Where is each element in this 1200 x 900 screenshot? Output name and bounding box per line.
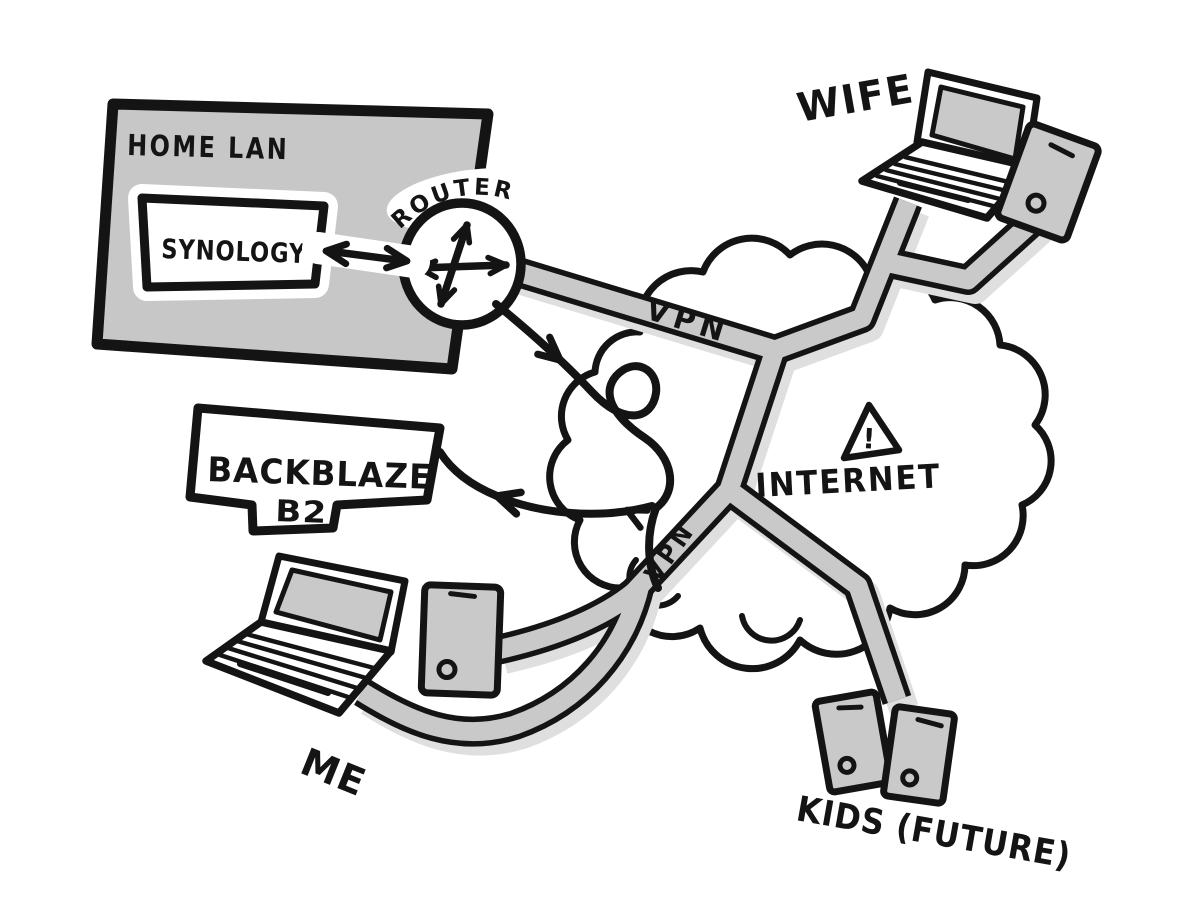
cloud-scallop xyxy=(739,613,803,644)
wife-laptop-base xyxy=(858,138,1035,222)
wife-phone-body xyxy=(994,120,1102,244)
backblaze-label-line2: B2 xyxy=(275,494,328,531)
home-lan-label: HOME LAN xyxy=(127,128,290,166)
wife-laptop-keyboard xyxy=(874,154,1016,209)
me-phone-home-button xyxy=(436,659,458,681)
me-phone-body xyxy=(417,581,505,699)
me-phone-speaker xyxy=(448,591,478,599)
synology-router-arrow xyxy=(302,232,430,278)
warning-triangle xyxy=(840,401,903,462)
me-phone xyxy=(417,581,505,699)
kids-phone-2-home-button xyxy=(900,768,920,788)
warning-icon: ! xyxy=(840,401,903,462)
backup-arrow-router-internet xyxy=(492,300,675,592)
synology-rect xyxy=(137,193,329,292)
router-node: ROUTER xyxy=(386,168,554,330)
backblaze-label-line1: BACKBLAZE xyxy=(207,450,433,498)
wife-phone xyxy=(994,120,1102,244)
backup-arrow-internet-backblaze xyxy=(436,448,656,518)
internet-label: INTERNET xyxy=(754,456,942,505)
router-icon xyxy=(415,222,510,306)
kids-phone-2-speaker xyxy=(915,717,944,729)
me-laptop xyxy=(202,552,409,717)
warning-exclamation: ! xyxy=(862,422,876,456)
me-laptop-screen xyxy=(273,567,394,643)
me-laptop-keyboard xyxy=(217,631,377,700)
kids-phone-2 xyxy=(880,703,958,807)
backup-arrows xyxy=(436,300,675,592)
kids-phone-1 xyxy=(811,688,895,796)
kids-phone-1-body xyxy=(811,688,895,796)
backblaze-rect xyxy=(185,403,445,536)
backblaze-node: BACKBLAZE B2 xyxy=(185,403,445,536)
wife-phone-speaker xyxy=(1048,142,1075,159)
kids-phone-1-home-button xyxy=(837,755,857,775)
kids-phone-1-speaker xyxy=(836,704,864,711)
wife-phone-home-button xyxy=(1025,192,1047,214)
synology-label: SYNOLOGY xyxy=(161,234,307,270)
synology-node: SYNOLOGY xyxy=(128,184,338,301)
